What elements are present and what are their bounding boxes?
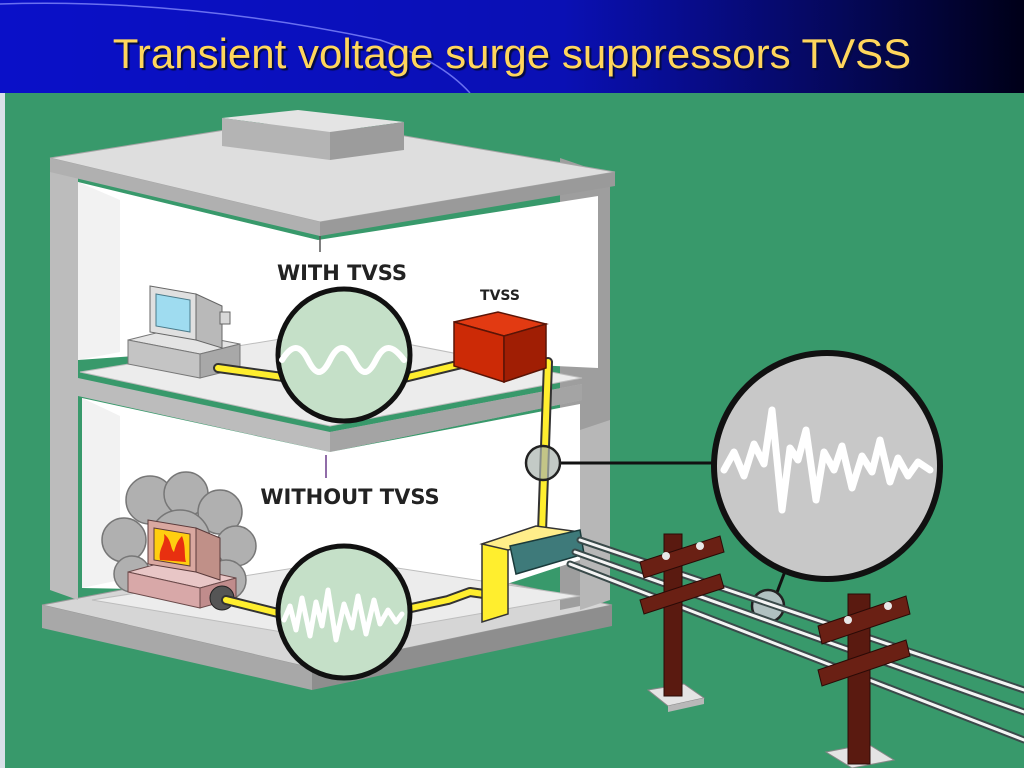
upper-room-leftwall [78,182,120,360]
tvss-device-label: TVSS [480,288,520,304]
title-bar: Transient voltage surge suppressors TVSS [0,0,1024,93]
tvss-device-icon [453,311,549,384]
burning-computer-icon [127,519,237,611]
roof-edge-front [50,158,320,236]
service-panel [479,525,585,624]
slide-title: Transient voltage surge suppressors TVSS [112,30,912,77]
utility-pole-icon [639,533,725,712]
computer-icon [127,285,241,379]
mid-slab-side [330,384,582,452]
without-tvss-label: WITHOUT TVSS [260,485,439,509]
tvss-diagram: WITH TVSS TVSS [0,93,1024,768]
left-edge [0,93,5,768]
callout [524,350,943,624]
base-slab-front [42,605,312,690]
base-slab-side [312,605,612,690]
oscilloscope-distorted-wave [275,543,413,681]
with-tvss-label: WITH TVSS [277,261,407,285]
roof-edge-side [320,172,615,236]
title-swoosh [0,2,471,93]
callout-ring-building [524,444,562,482]
rooftop-unit-front [222,118,330,160]
oscilloscope-clean-wave [275,286,413,424]
rooftop-unit-top [222,110,404,132]
rooftop-unit-side [330,122,404,160]
utility-pole-icon-2 [817,593,911,768]
left-wall [50,158,78,600]
